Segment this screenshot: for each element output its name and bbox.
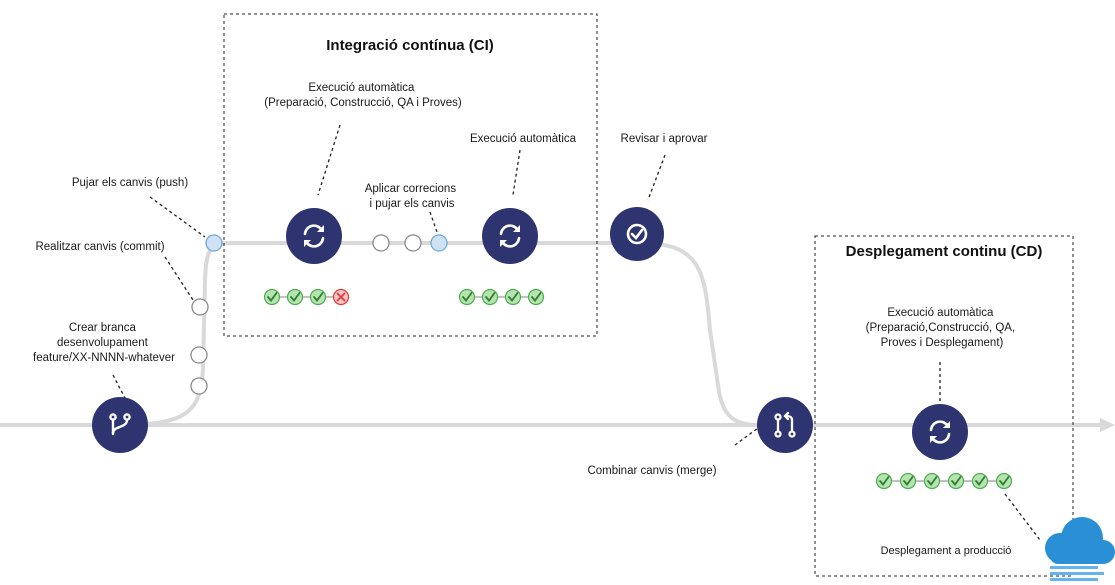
label-cd-auto: Execució automàtica (Preparació,Construc… — [866, 307, 1019, 349]
push-dot[interactable] — [430, 234, 448, 252]
pointer-apply-fixes — [429, 211, 438, 233]
git-branch-icon — [109, 413, 131, 436]
ci-first-run-status-row — [263, 288, 350, 306]
label-push: Pujar els canvis (push) — [72, 177, 188, 189]
check-icon — [481, 288, 499, 306]
check-icon — [458, 288, 476, 306]
label-ci-auto-1: Execució automàtica (Preparació, Constru… — [264, 82, 462, 109]
pointer-ci-auto-2 — [512, 149, 521, 196]
label-create-branch: Crear branca desenvolupament feature/XX-… — [33, 322, 175, 364]
sync-icon — [303, 224, 325, 248]
push-dot[interactable] — [205, 234, 223, 252]
feature-commits — [190, 234, 448, 395]
check-icon — [527, 288, 545, 306]
ci-run-node-2[interactable] — [482, 208, 538, 264]
ci-second-run-status-row — [458, 288, 545, 306]
ci-run-node-1[interactable] — [286, 208, 342, 264]
label-commit: Realitzar canvis (commit) — [35, 241, 164, 253]
main-branch-arrowhead — [1100, 418, 1115, 432]
pointer-commit — [164, 256, 194, 301]
cd-run-status-row — [875, 472, 1013, 490]
check-icon — [971, 472, 989, 490]
check-icon — [309, 288, 327, 306]
pointer-review — [647, 154, 666, 201]
ci-box — [223, 13, 598, 337]
sync-icon — [929, 420, 951, 444]
pointer-merge — [734, 427, 759, 446]
cd-run-node[interactable] — [912, 404, 968, 460]
cloud-deploy-icon — [1045, 517, 1115, 581]
sync-icon — [499, 224, 521, 248]
label-review: Revisar i aprovar — [621, 133, 708, 145]
commit-dot[interactable] — [404, 234, 422, 252]
cross-icon — [332, 288, 350, 306]
check-icon — [286, 288, 304, 306]
check-icon — [947, 472, 965, 490]
ci-title: Integració contínua (CI) — [326, 37, 494, 54]
cd-title: Desplegament continu (CD) — [846, 243, 1043, 260]
cd-box — [814, 235, 1074, 577]
pointer-lines — [112, 124, 1041, 541]
pointer-deploy-prod — [1004, 493, 1041, 541]
pointer-push — [149, 196, 206, 238]
check-icon — [875, 472, 893, 490]
approve-node[interactable] — [610, 207, 664, 261]
label-deploy-prod: Desplegament a producció — [881, 545, 1012, 557]
label-merge: Combinar canvis (merge) — [587, 465, 716, 477]
check-icon — [899, 472, 917, 490]
label-apply-fixes: Aplicar correcions i pujar els canvis — [365, 183, 460, 210]
check-icon — [504, 288, 522, 306]
feature-branch-line — [119, 241, 761, 427]
merge-node[interactable] — [757, 397, 813, 453]
git-pull-request-icon — [774, 411, 796, 438]
check-icon — [995, 472, 1013, 490]
label-ci-auto-2: Execució automàtica — [470, 133, 577, 145]
commit-dot[interactable] — [191, 298, 209, 316]
commit-dot[interactable] — [372, 234, 390, 252]
commit-dot[interactable] — [190, 346, 208, 364]
pointer-ci-auto-1 — [317, 124, 341, 196]
commit-dot[interactable] — [190, 377, 208, 395]
pointer-create-branch — [112, 374, 126, 399]
check-circle-icon — [626, 223, 648, 245]
check-icon — [263, 288, 281, 306]
check-icon — [923, 472, 941, 490]
branch-node[interactable] — [92, 397, 148, 453]
